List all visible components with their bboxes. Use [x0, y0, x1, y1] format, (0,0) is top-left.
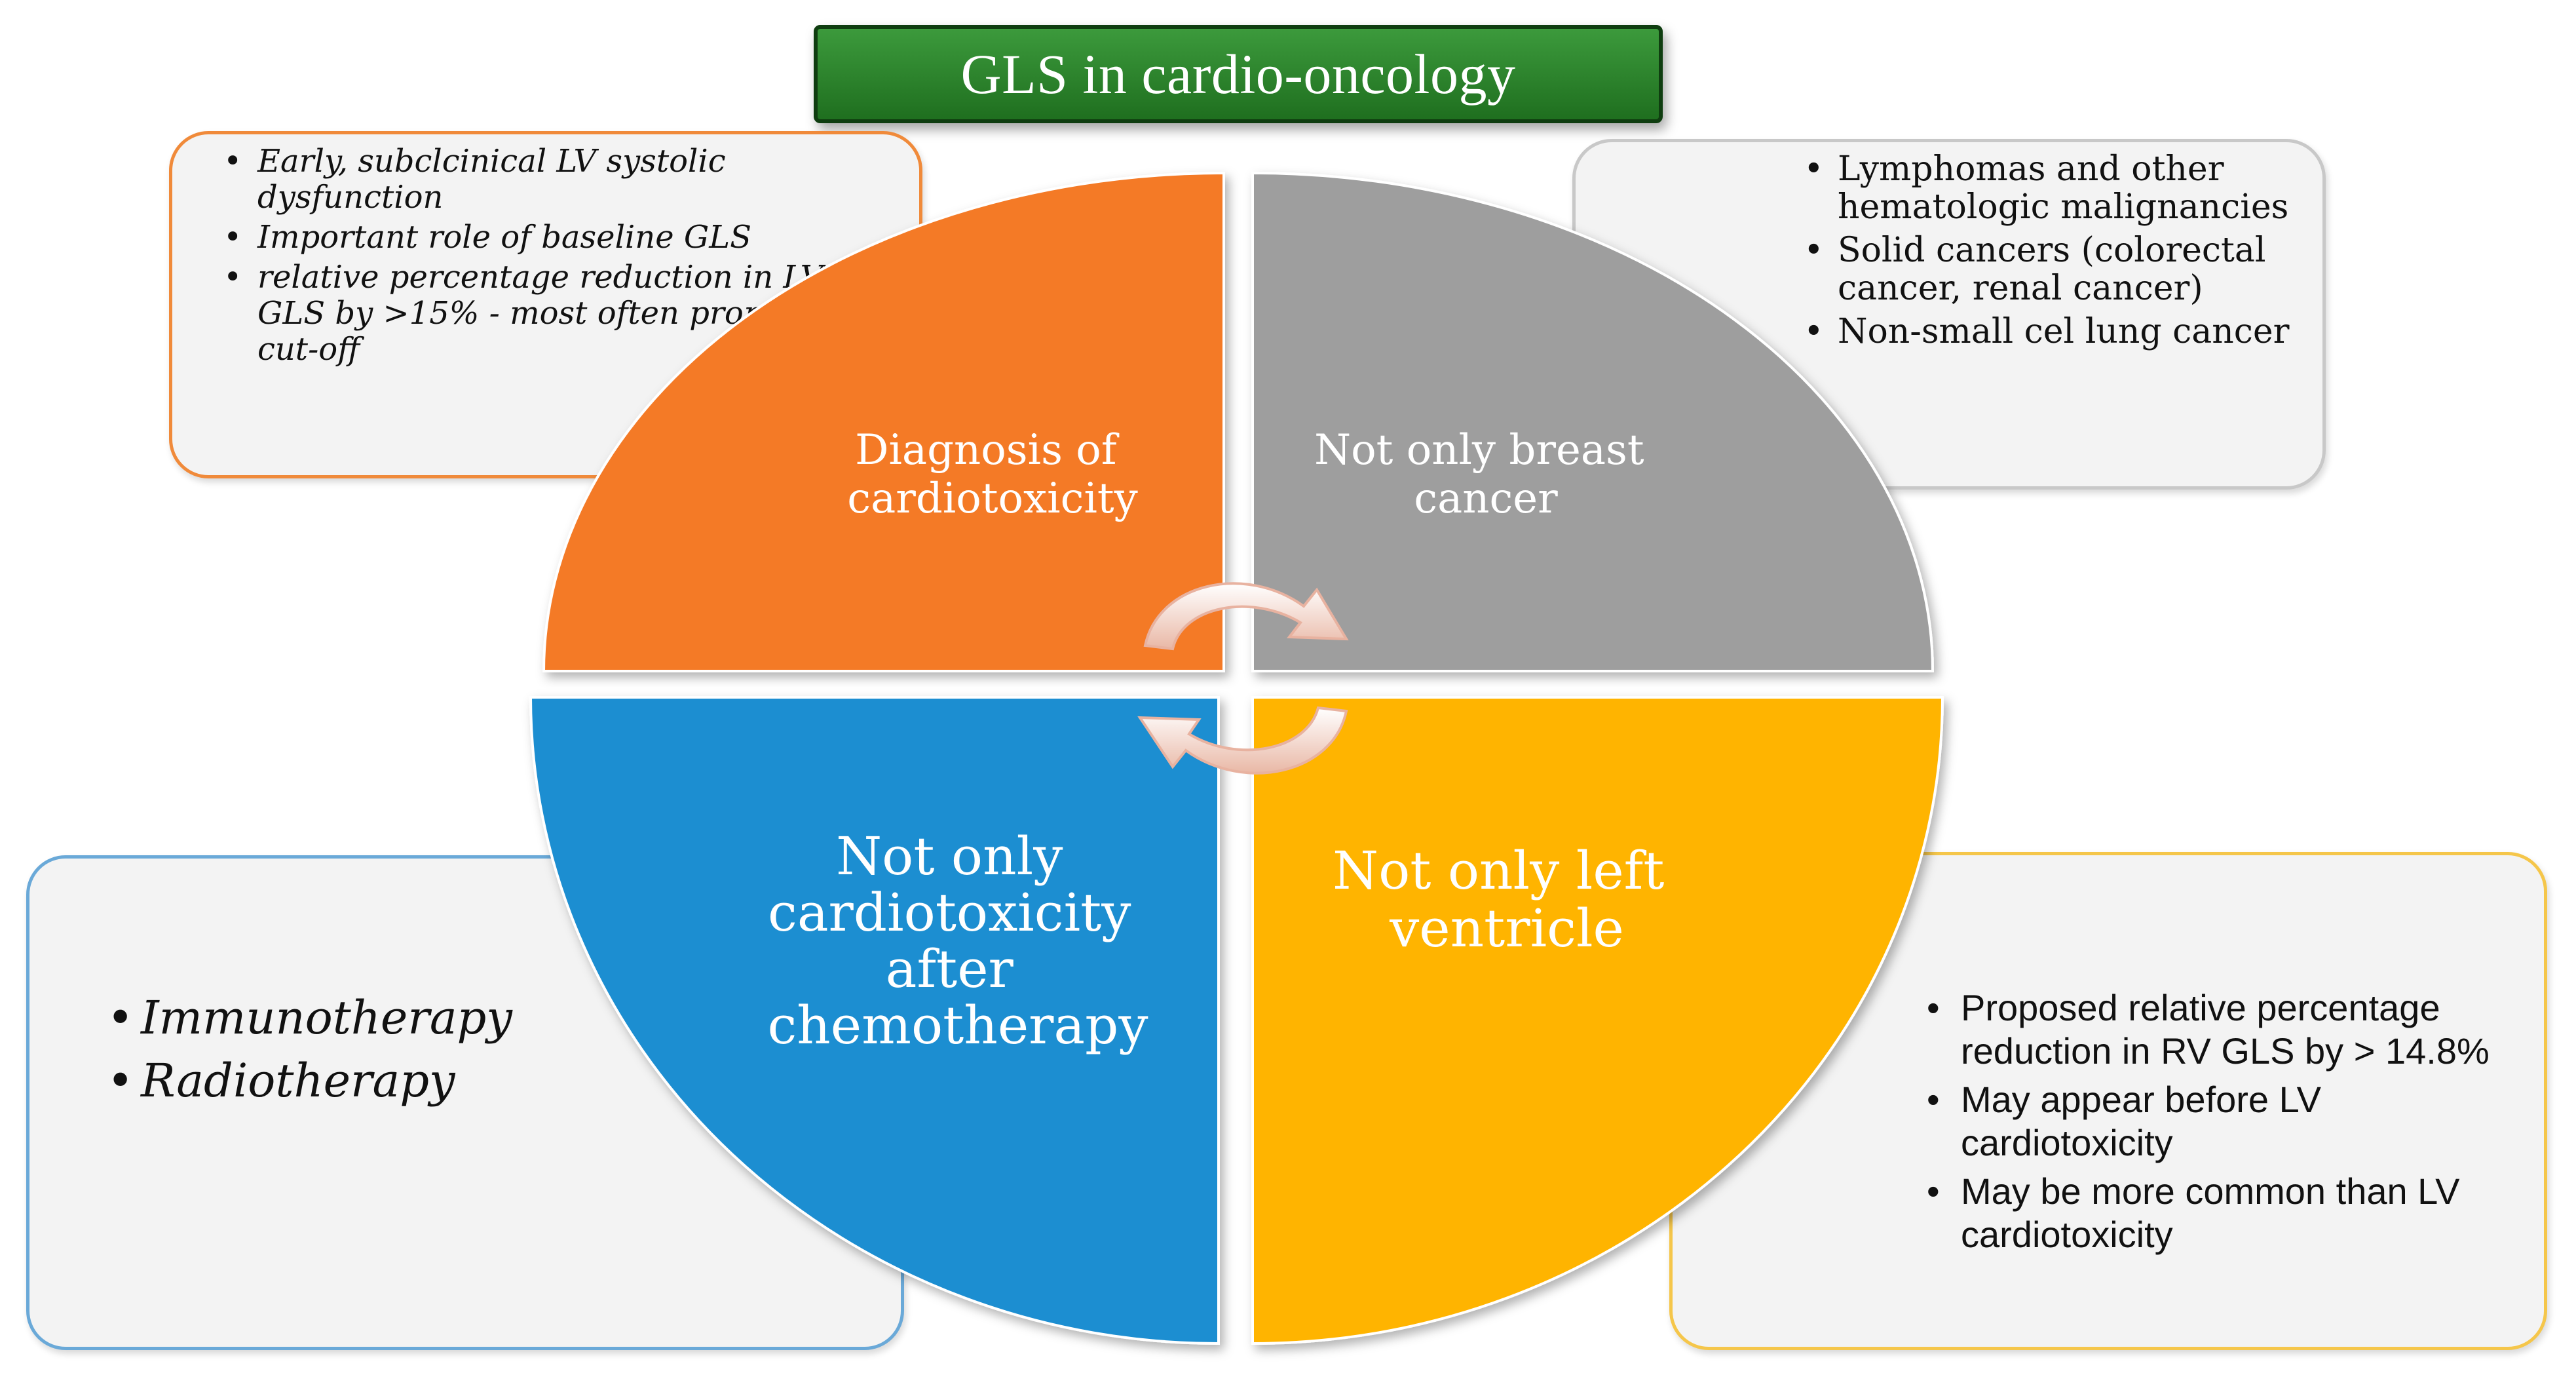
- list-item: Immunotherapy: [107, 986, 698, 1049]
- cycle-arrow-bottom-icon: [1137, 706, 1348, 775]
- quadrant-left-ventricle-label: Not only left ventricle: [1333, 840, 1681, 959]
- list-item: Proposed relative percentage reduction i…: [1927, 986, 2524, 1073]
- diagnosis-details-list: Early, subclcinical LV systolic dysfunct…: [223, 144, 886, 372]
- list-item: Solid cancers (colorectal cancer, renal …: [1804, 231, 2309, 307]
- title-banner: GLS in cardio-oncology: [814, 25, 1663, 123]
- quadrant-diagnosis-label: Diagnosis of cardiotoxicity: [847, 426, 1138, 523]
- cycle-arrows-icon: [1137, 582, 1349, 775]
- quadrant-left-ventricle: [1251, 696, 1944, 1345]
- quadrant-breast-cancer: [1251, 171, 1935, 672]
- list-item: Radiotherapy: [107, 1049, 698, 1112]
- list-item: May be more common than LV cardiotoxicit…: [1927, 1170, 2524, 1256]
- title-text: GLS in cardio-oncology: [960, 43, 1516, 106]
- list-item: Lymphomas and other hematologic malignan…: [1804, 150, 2309, 226]
- list-item: Non-small cel lung cancer: [1804, 313, 2309, 351]
- list-item: May appear before LV cardiotoxicity: [1927, 1078, 2524, 1165]
- cycle-arrow-top-icon: [1143, 582, 1349, 651]
- list-item: Early, subclcinical LV systolic dysfunct…: [223, 144, 886, 216]
- quadrant-diagnosis: [542, 171, 1225, 672]
- quadrant-cardiotoxicity: [529, 696, 1220, 1345]
- list-item: relative percentage reduction in LV GLS …: [223, 260, 886, 368]
- quadrant-breast-cancer-label: Not only breast cancer: [1314, 426, 1657, 523]
- right-ventricle-list: Proposed relative percentage reduction i…: [1927, 986, 2524, 1262]
- list-item: Important role of baseline GLS: [223, 220, 886, 256]
- cancer-types-list: Lymphomas and other hematologic malignan…: [1804, 150, 2309, 356]
- therapies-list: Immunotherapy Radiotherapy: [107, 986, 698, 1112]
- quadrant-cardiotoxicity-label: Not only cardiotoxicity after chemothera…: [767, 826, 1148, 1056]
